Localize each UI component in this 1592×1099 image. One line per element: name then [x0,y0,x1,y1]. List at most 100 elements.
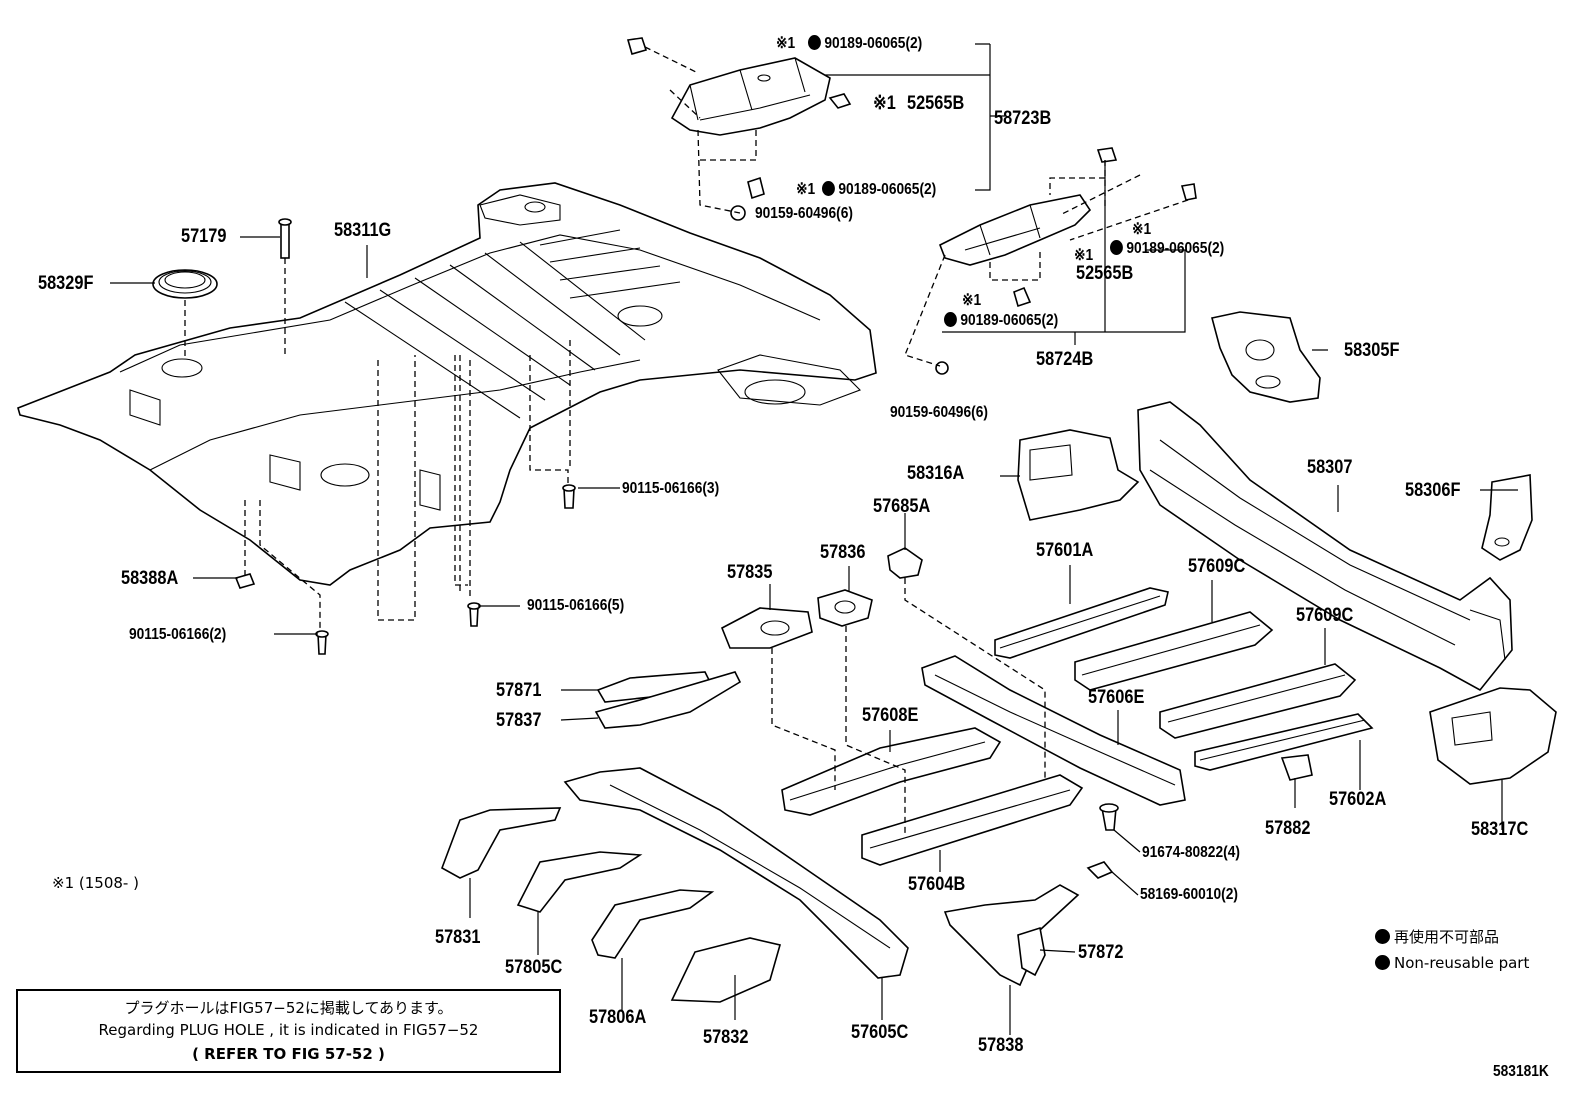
panel-58305F[interactable] [1211,311,1321,403]
label-90189-a: 90189-06065(2) [808,35,922,52]
non-reusable-dot-icon [1375,955,1390,970]
label-57831: 57831 [435,927,481,948]
label-90189-c: 90189-06065(2) [1110,240,1224,257]
panel-58306F[interactable] [1481,474,1533,561]
panel-58316A[interactable] [1017,429,1140,521]
clip-icon-top-2[interactable] [828,93,852,109]
label-57838: 57838 [978,1035,1024,1056]
bracket-57806A[interactable] [591,889,715,959]
label-90115-c: 90115-06166(2) [129,626,227,643]
side-member-57605C[interactable] [563,767,909,979]
bolt-90115-a[interactable] [562,484,576,509]
label-57872: 57872 [1078,942,1124,963]
crossmember-57601A[interactable] [994,587,1169,659]
non-reusable-dot-icon [1110,240,1123,255]
non-reusable-dot-icon [822,181,835,196]
label-90189-d: 90189-06065(2) [944,312,1058,329]
label-58329F: 58329F [38,273,94,294]
label-58306F: 58306F [1405,480,1461,501]
crossmember-57609C-a[interactable] [1074,611,1274,691]
label-58169: 58169-60010(2) [1140,886,1238,903]
plate-57836[interactable] [817,589,873,627]
star1-mark-1: ※1 [776,35,796,52]
plate-57835[interactable] [720,607,813,649]
legend-en: Non-reusable part [1375,955,1529,971]
label-57806A: 57806A [589,1007,647,1028]
clip-58388A[interactable] [234,573,256,589]
label-57609C-a: 57609C [1188,556,1246,577]
bracket-57832[interactable] [670,937,782,1003]
label-58307: 58307 [1307,457,1353,478]
label-58724B: 58724B [1036,349,1094,370]
bracket-58723B[interactable] [670,57,831,136]
star1-mark-2: ※1 [873,93,896,114]
label-57605C: 57605C [851,1022,909,1043]
plug-hole-note-box: プラグホールはFIG57−52に掲載してあります。 Regarding PLUG… [16,989,561,1073]
bracket-57882[interactable] [1280,754,1313,781]
label-52565B-mid: 52565B [1076,263,1134,284]
bolt-90115-c[interactable] [315,630,329,655]
bolt-91674[interactable] [1099,803,1119,831]
bracket-57685A[interactable] [887,547,923,579]
clip-icon-top-1[interactable] [626,37,648,55]
label-57179: 57179 [181,226,227,247]
bracket-58724B[interactable] [938,194,1092,266]
label-57604B: 57604B [908,874,966,895]
label-90115-a: 90115-06166(3) [622,480,720,497]
label-58317C: 58317C [1471,819,1529,840]
star1-mark-5: ※1 [1074,247,1094,264]
side-member-58307[interactable] [1137,401,1513,692]
plug-note-ref[interactable]: ( REFER TO FIG 57-52 ) [192,1045,385,1063]
bracket-57838[interactable] [943,884,1080,987]
label-57685A: 57685A [873,496,931,517]
star1-mark-4: ※1 [1132,221,1152,238]
member-57608E[interactable] [781,727,1002,816]
label-57601A: 57601A [1036,540,1094,561]
plug-note-jp: プラグホールはFIG57−52に掲載してあります。 [124,999,453,1017]
clip-icon-mid-2[interactable] [1180,183,1197,201]
legend-jp: 再使用不可部品 [1375,929,1499,945]
bracket-57837[interactable] [594,671,742,729]
label-57835: 57835 [727,562,773,583]
crossmember-57602A[interactable] [1194,713,1374,771]
crossmember-57606E[interactable] [921,655,1186,806]
crossmember-57609C-b[interactable] [1159,663,1357,739]
bracket-57831[interactable] [441,807,562,879]
panel-58317C[interactable] [1429,687,1557,785]
star1-mark-3: ※1 [796,181,816,198]
bracket-57805C[interactable] [516,851,643,913]
diagram-code: 583181K [1493,1063,1549,1080]
label-58388A: 58388A [121,568,179,589]
label-90159-a: 90159-60496(6) [755,205,853,222]
bracket-57872[interactable] [1017,926,1046,977]
label-58316A: 58316A [907,463,965,484]
label-57832: 57832 [703,1027,749,1048]
label-57871: 57871 [496,680,542,701]
label-57609C-b: 57609C [1296,605,1354,626]
floor-pan-58311G[interactable] [17,182,877,586]
label-57882: 57882 [1265,818,1311,839]
label-57606E: 57606E [1088,687,1145,708]
bolt-57179[interactable] [278,218,292,259]
label-91674: 91674-80822(4) [1142,844,1240,861]
label-90189-b: 90189-06065(2) [822,181,936,198]
non-reusable-dot-icon [1375,929,1390,944]
label-57608E: 57608E [862,705,919,726]
label-90159-b: 90159-60496(6) [890,404,988,421]
grommet-58329F[interactable] [152,269,218,299]
label-58311G: 58311G [334,220,392,241]
plug-note-en: Regarding PLUG HOLE , it is indicated in… [98,1021,479,1039]
clip-icon-mid-1[interactable] [1096,147,1118,163]
label-58723B: 58723B [994,108,1052,129]
clip-icon-mid-4[interactable] [935,361,949,375]
bolt-90115-b[interactable] [467,602,481,627]
non-reusable-dot-icon [808,35,821,50]
clip-icon-mid-3[interactable] [1013,286,1032,308]
label-90115-b: 90115-06166(5) [527,597,625,614]
crossmember-57604B[interactable] [861,774,1084,866]
label-57836: 57836 [820,542,866,563]
clip-icon-top-3[interactable] [747,176,765,200]
label-57837: 57837 [496,710,542,731]
bracket-58169[interactable] [1086,861,1114,879]
